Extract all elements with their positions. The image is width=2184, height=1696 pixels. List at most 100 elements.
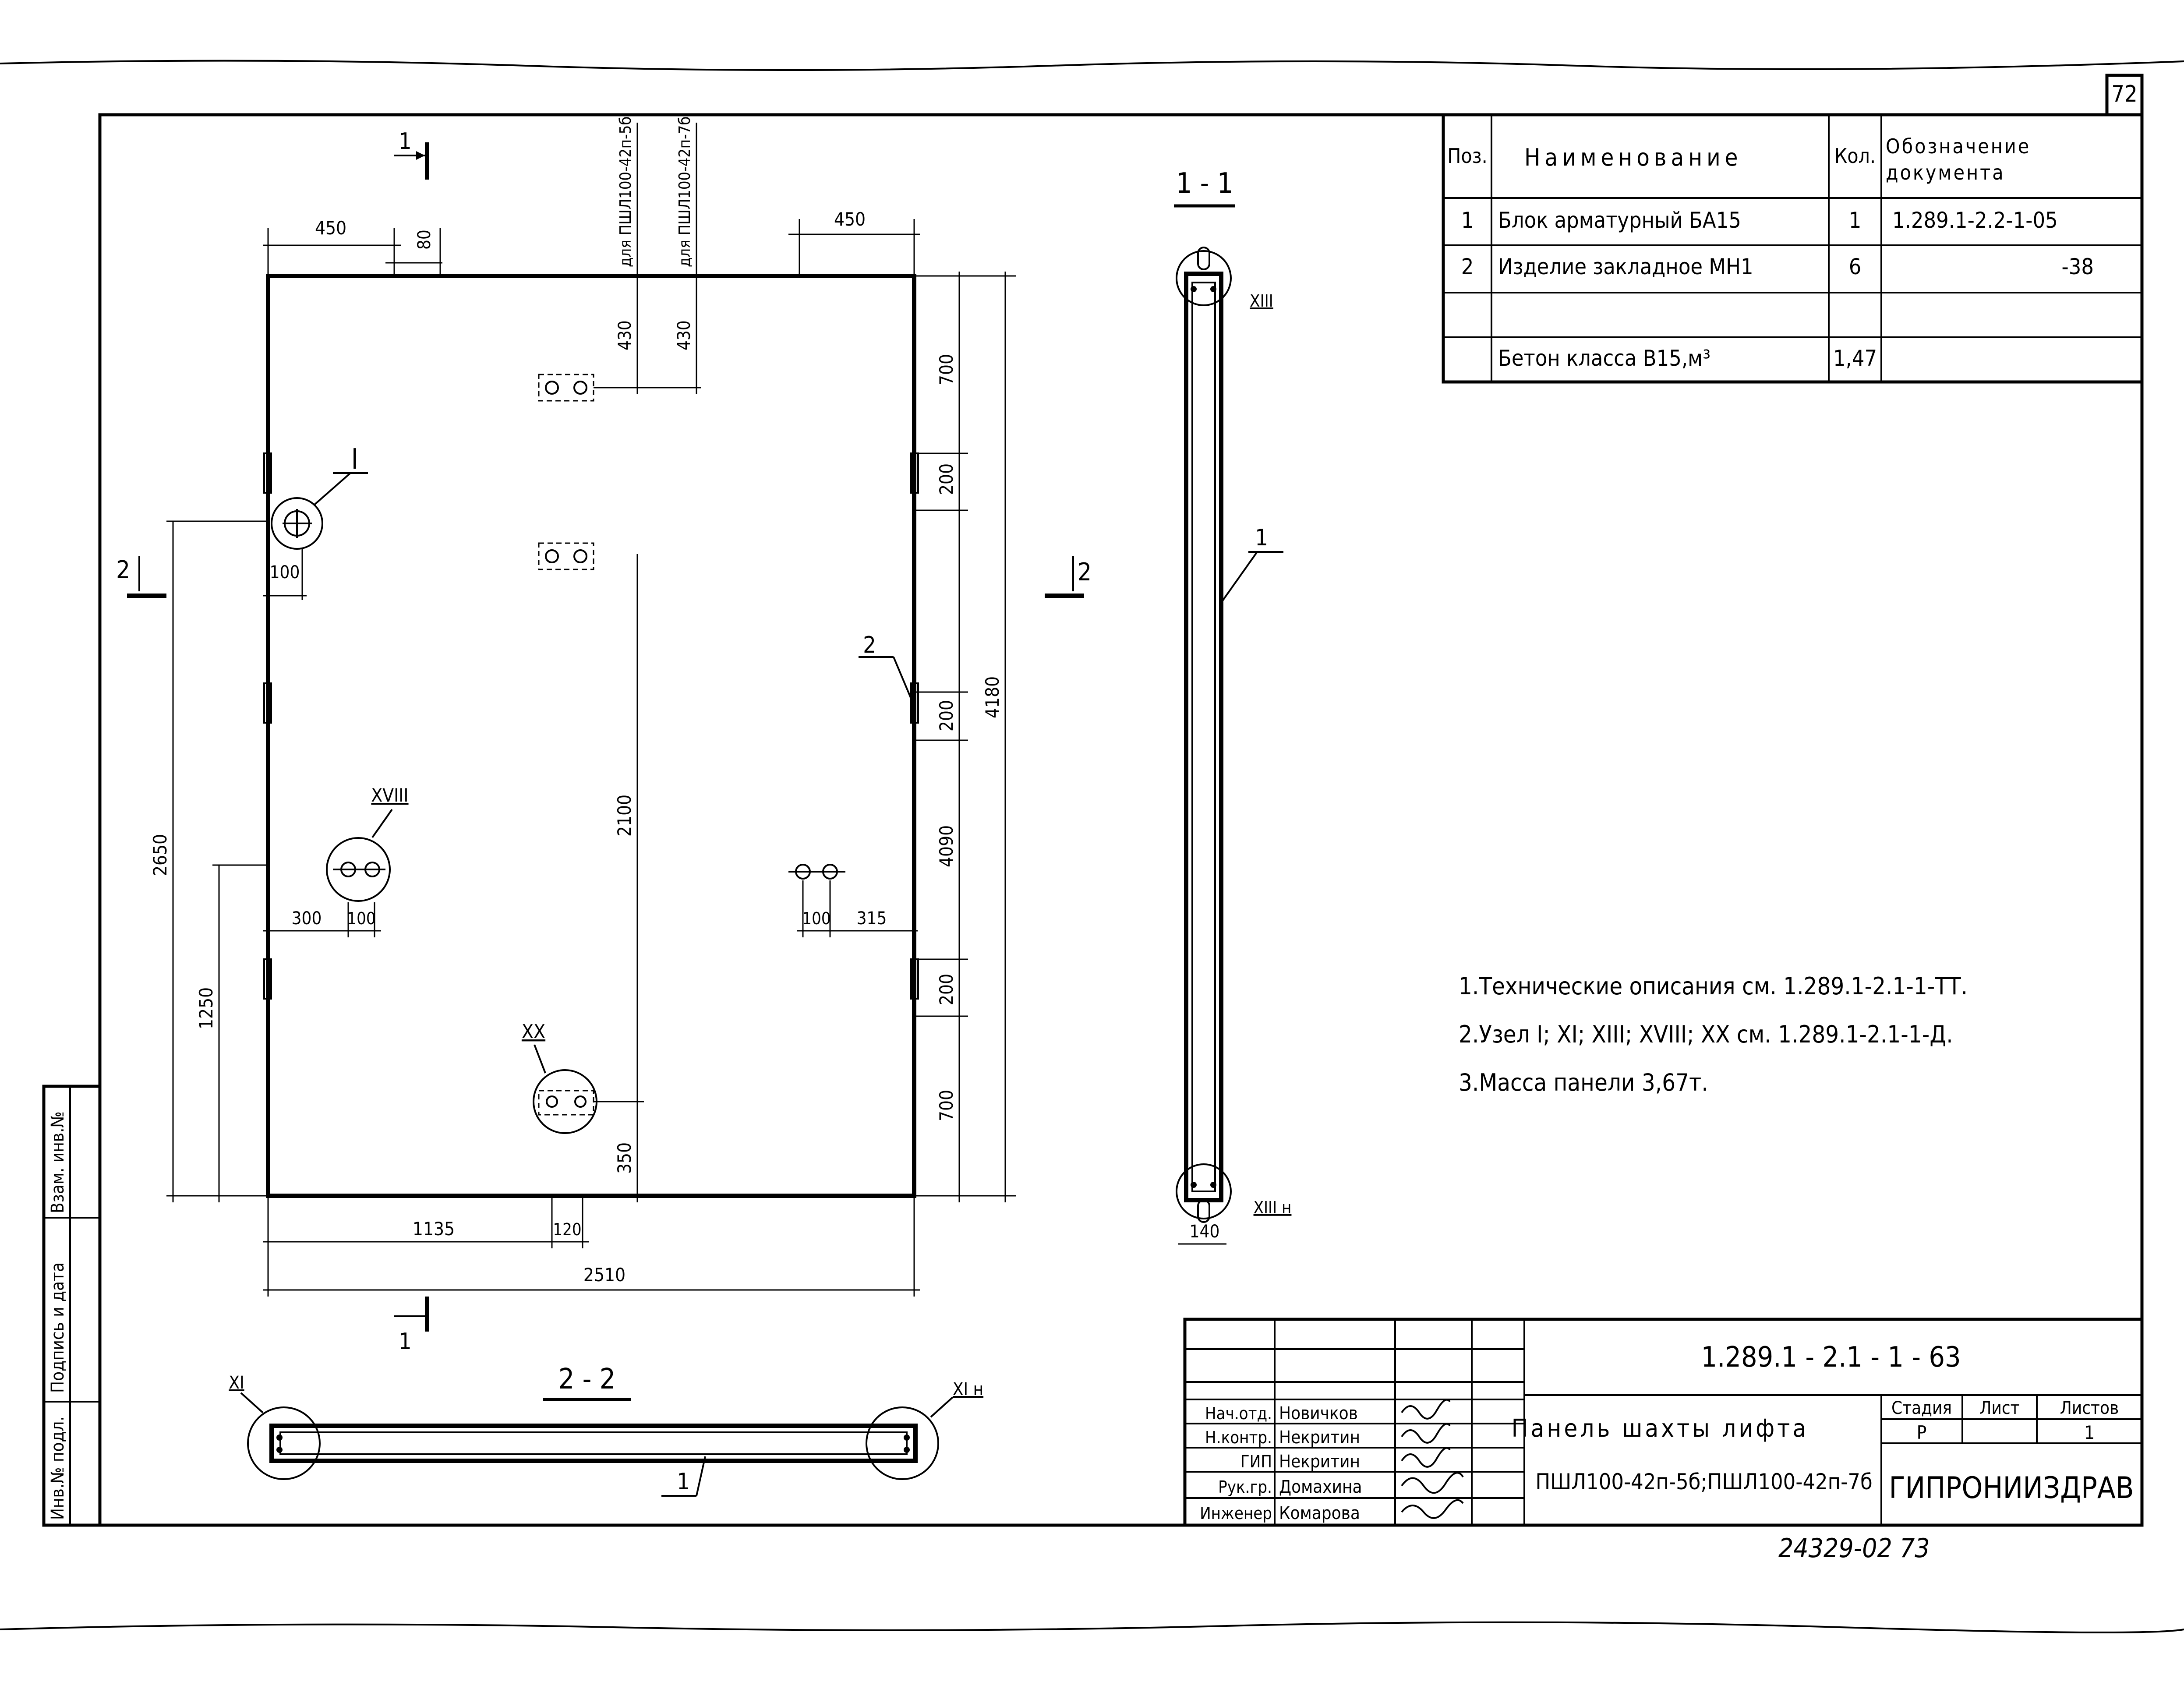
dim-300: 300 <box>292 908 322 929</box>
spec-row4-qty: 1,47 <box>1833 346 1877 371</box>
dim-100-a: 100 <box>347 909 375 928</box>
section-1-1-node-xiii: XIII <box>1250 291 1273 311</box>
organization: ГИПРОНИИЗДРАВ <box>1889 1471 2134 1505</box>
spec-row1-qty: 1 <box>1849 208 1862 233</box>
role-n-kontr: Н.контр. <box>1205 1428 1272 1447</box>
lifting-hole-top <box>538 374 594 402</box>
section-2-2: 2 - 2 XI XI н 1 <box>229 1363 983 1497</box>
panel-outline <box>266 274 916 1198</box>
spec-row1-doc: 1.289.1-2.2-1-05 <box>1892 208 2058 233</box>
dim-140: 140 <box>1190 1222 1220 1242</box>
scan-edge-top <box>0 60 2184 71</box>
name-n-kontr: Некритин <box>1279 1427 1360 1448</box>
dim-bottom-120: 120 <box>553 1220 581 1239</box>
section-2-2-title: 2 - 2 <box>558 1363 616 1396</box>
dim-bottom-2510: 2510 <box>583 1264 626 1286</box>
sheet-header: Лист <box>1979 1398 2019 1418</box>
dim-left-2650: 2650 <box>149 834 171 876</box>
right-holes <box>788 864 845 880</box>
dim-top-450-right: 450 <box>834 208 866 230</box>
stamp-inv-podl: Инв.№ подл. <box>48 1416 68 1520</box>
node-xviii-label: XVIII <box>371 784 408 806</box>
dim-315: 315 <box>857 908 887 929</box>
dim-right-200-c: 200 <box>936 974 957 1005</box>
label-dla-7b: для ПШЛ100-42п-7б <box>676 117 694 267</box>
name-nach-otd: Новичков <box>1279 1403 1358 1424</box>
dim-bottom-1135: 1135 <box>413 1218 455 1240</box>
dim-right-700-bottom: 700 <box>936 1090 957 1121</box>
node-i-label: I <box>351 443 359 476</box>
note-2: 2.Узел I; XI; XIII; XVIII; XX см. 1.289.… <box>1459 1021 1953 1048</box>
dim-top-450-left: 450 <box>315 217 346 239</box>
stage-header: Стадия <box>1891 1398 1952 1418</box>
name-inzhener: Комарова <box>1279 1503 1360 1523</box>
panel-plan-view: I XVIII XX 2 450 80 450 для ПШЛ100-42п-5… <box>116 117 1092 1355</box>
dim-right-4180: 4180 <box>982 676 1003 718</box>
spec-header-pos: Поз. <box>1447 144 1488 168</box>
label-dla-5b: для ПШЛ100-42п-5б <box>617 117 635 267</box>
role-gip: ГИП <box>1240 1452 1272 1471</box>
stage-value: Р <box>1917 1422 1927 1443</box>
spec-header-qty: Кол. <box>1834 144 1876 168</box>
dim-100-b: 100 <box>802 909 830 928</box>
section-2-2-pos1: 1 <box>677 1469 690 1495</box>
section-1-1-pos1: 1 <box>1255 525 1268 551</box>
cut-1-top: 1 <box>399 128 412 155</box>
sheet-number: 72 <box>2111 81 2138 107</box>
spec-row1-name: Блок арматурный БА15 <box>1498 208 1741 233</box>
drawing-frame <box>98 113 2144 1527</box>
section-1-1: 1 - 1 XIII XIII н 1 140 <box>1174 167 1292 1245</box>
node-xx-holes <box>533 1069 597 1134</box>
doc-title-2: ПШЛ100-42п-5б;ПШЛ100-42п-7б <box>1535 1469 1872 1495</box>
name-gip: Некритин <box>1279 1452 1360 1472</box>
title-block: Нач.отд. Новичков Н.контр. Некритин ГИП … <box>1183 1318 2144 1527</box>
dim-left-1250: 1250 <box>195 987 217 1029</box>
dim-left-100: 100 <box>270 562 300 583</box>
cut-2-right: 2 <box>1078 558 1092 587</box>
dim-inner-2100: 2100 <box>614 795 635 837</box>
dim-right-200-a: 200 <box>936 463 957 495</box>
stamp-vzam-inv: Взам. инв.№ <box>48 1111 68 1213</box>
note-3: 3.Масса панели 3,67т. <box>1459 1069 1708 1096</box>
spec-row2-qty: 6 <box>1849 254 1862 279</box>
plan-pos2-label: 2 <box>863 632 876 658</box>
dim-inner-350: 350 <box>614 1142 635 1174</box>
node-i-circle <box>271 472 368 550</box>
section-2-2-node-xi-h: XI н <box>953 1379 983 1399</box>
section-1-1-node-xiii-h: XIII н <box>1254 1198 1292 1217</box>
node-xviii-holes <box>326 837 391 902</box>
lifting-hole-mid <box>538 542 594 570</box>
section-2-2-node-xi: XI <box>229 1373 244 1393</box>
sheets-header: Листов <box>2060 1398 2119 1418</box>
note-1: 1.Технические описания см. 1.289.1-2.1-1… <box>1459 972 1968 1000</box>
spec-row2-name: Изделие закладное МН1 <box>1498 254 1753 279</box>
archive-number: 24329-02 73 <box>1778 1533 1930 1564</box>
role-inzhener: Инженер <box>1200 1504 1272 1523</box>
name-ruk-gr: Домахина <box>1279 1477 1362 1497</box>
dim-right-200-b: 200 <box>936 700 957 731</box>
doc-code: 1.289.1 - 2.1 - 1 - 63 <box>1701 1341 1961 1374</box>
spec-row1-pos: 1 <box>1461 208 1474 233</box>
spec-row2-pos: 2 <box>1461 254 1474 279</box>
stamp-signature-date: Подпись и дата <box>48 1262 68 1393</box>
signatures <box>1401 1399 1464 1519</box>
cut-1-bottom: 1 <box>399 1329 412 1355</box>
spec-row4-name: Бетон класса В15,м³ <box>1498 346 1710 371</box>
spec-header-doc: Обозначение <box>1886 134 2031 158</box>
dim-right-700-top: 700 <box>936 354 957 385</box>
spec-header-name: Наименование <box>1524 144 1742 171</box>
spec-table: Поз. Наименование Кол. Обозначение докум… <box>1442 113 2144 384</box>
spec-header-doc-2: документа <box>1886 161 2005 184</box>
sheets-value: 1 <box>2084 1422 2095 1443</box>
dim-430-b: 430 <box>674 320 694 350</box>
doc-title-1: Панель шахты лифта <box>1512 1414 1809 1443</box>
scan-edge-bottom <box>0 1621 2184 1633</box>
cut-2-left: 2 <box>116 556 130 584</box>
section-1-1-title: 1 - 1 <box>1176 167 1233 200</box>
role-nach-otd: Нач.отд. <box>1205 1404 1272 1423</box>
dim-top-80: 80 <box>414 230 435 250</box>
role-ruk-gr: Рук.гр. <box>1218 1477 1272 1497</box>
dim-430-a: 430 <box>615 320 635 350</box>
side-stamp: Инв.№ подл. Подпись и дата Взам. инв.№ <box>42 1085 102 1527</box>
